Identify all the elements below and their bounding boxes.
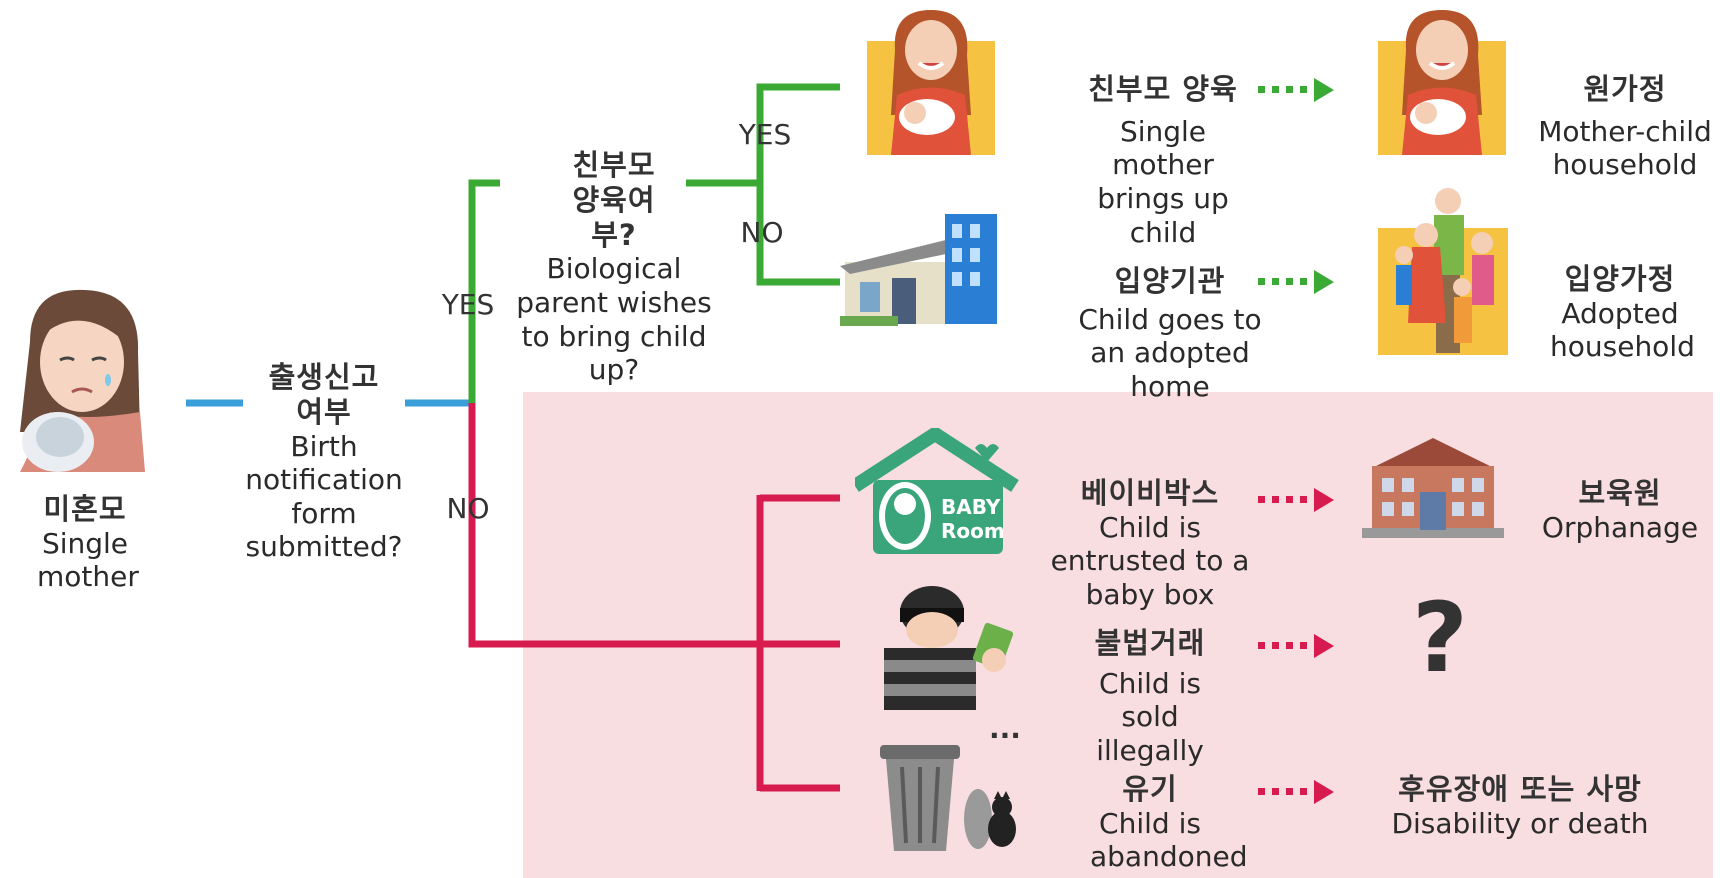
outcome-5-ko: 유기 xyxy=(1122,772,1178,806)
arrow-4 xyxy=(1258,634,1334,658)
result-adopted-household: 입양가정 Adopted household xyxy=(1520,262,1720,364)
single-mother-icon xyxy=(20,289,145,472)
no-branch-line xyxy=(468,403,760,648)
q1-en: Birth notification form submitted? xyxy=(245,429,403,564)
q1-node: 출생신고 여부 Birth notification form submitte… xyxy=(228,360,420,564)
arrow-2 xyxy=(1258,270,1334,294)
result-2-en: Adopted household xyxy=(1550,296,1695,364)
result-5-ko: 후유장애 또는 사망 xyxy=(1398,772,1642,806)
orphanage-icon xyxy=(1362,438,1504,538)
adopted-family-icon xyxy=(1378,188,1508,355)
result-1-ko: 원가정 xyxy=(1583,72,1667,106)
outcome-adoption-agency: 입양기관 Child goes to an adopted home xyxy=(1050,264,1290,404)
outcome-5-en: Child is abandoned xyxy=(1090,806,1248,874)
arrow-1 xyxy=(1258,78,1334,102)
q2-en: Biological parent wishes to bring child … xyxy=(516,252,712,387)
result-5-en: Disability or death xyxy=(1391,806,1649,840)
arrow-5 xyxy=(1258,780,1334,804)
q2-node: 친부모 양육여부? Biological parent wishes to br… xyxy=(494,148,734,387)
negative-outcomes-panel xyxy=(523,392,1713,878)
outcome-illegal-trade: 불법거래 Child is sold illegally xyxy=(1050,626,1250,768)
start-ko: 미혼모 xyxy=(43,492,127,526)
yes-label-q2: YES xyxy=(738,118,792,151)
result-orphanage: 보육원 Orphanage xyxy=(1520,476,1720,544)
outcome-baby-box: 베이비박스 Child is entrusted to a baby box xyxy=(1030,476,1270,612)
ellipsis-mark: ... xyxy=(989,712,1021,745)
outcome-3-ko: 베이비박스 xyxy=(1080,476,1220,510)
adoption-agency-icon xyxy=(840,214,997,326)
baby-room-logo-text: BABY xyxy=(941,495,1001,519)
outcome-3-en: Child is entrusted to a baby box xyxy=(1050,510,1250,611)
yes-branch-line xyxy=(468,179,500,403)
result-mother-child: 원가정 Mother-child household xyxy=(1530,72,1720,182)
yes-label-q1: YES xyxy=(441,288,495,321)
mother-baby-icon xyxy=(867,10,995,155)
outcome-1-ko: 친부모 양육 xyxy=(1088,72,1238,106)
outcome-2-en: Child goes to an adopted home xyxy=(1078,302,1262,403)
result-3-ko: 보육원 xyxy=(1578,476,1662,510)
baby-room-icon: BABY Room xyxy=(855,428,1019,554)
result-unknown: ? xyxy=(1390,590,1490,686)
outcome-4-ko: 불법거래 xyxy=(1094,626,1206,660)
baby-room-logo-text-2: Room xyxy=(941,519,1005,543)
question-mark: ? xyxy=(1412,582,1468,694)
result-disability-death: 후유장애 또는 사망 Disability or death xyxy=(1370,772,1670,840)
outcome-abandonment: 유기 Child is abandoned xyxy=(1050,772,1250,874)
outcome-1-en: Single mother brings up child xyxy=(1097,114,1229,249)
arrow-3 xyxy=(1258,488,1334,512)
q1-ko: 출생신고 여부 xyxy=(268,360,380,429)
mother-baby-result-icon xyxy=(1378,10,1506,155)
start-node: 미혼모 Single mother xyxy=(15,492,155,594)
result-3-en: Orphanage xyxy=(1541,510,1699,544)
outcome-parent-rearing: 친부모 양육 Single mother brings up child xyxy=(1055,72,1271,249)
q2-ko: 친부모 양육여부? xyxy=(572,148,656,252)
result-2-ko: 입양가정 xyxy=(1564,262,1676,296)
outcome-4-en: Child is sold illegally xyxy=(1096,666,1204,767)
result-1-en: Mother-child household xyxy=(1538,114,1712,182)
no-label-q1: NO xyxy=(446,492,490,525)
thief-icon xyxy=(884,586,1014,710)
q2-yes-line xyxy=(756,83,840,183)
q2-no-line xyxy=(756,183,840,286)
trash-cat-icon xyxy=(880,745,1016,851)
no-label-q2: NO xyxy=(740,216,784,249)
start-en: Single mother xyxy=(37,526,139,594)
outcome-2-ko: 입양기관 xyxy=(1114,264,1226,298)
